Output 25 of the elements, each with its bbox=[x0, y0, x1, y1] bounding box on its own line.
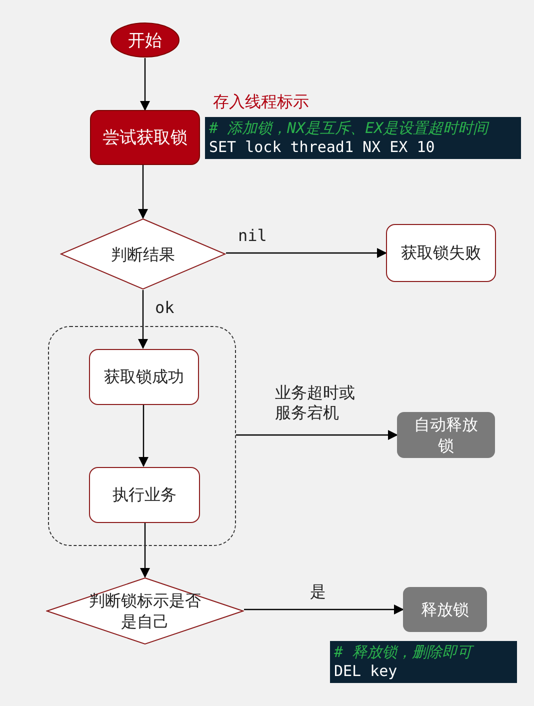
code-line: DEL key bbox=[334, 662, 398, 681]
code-line: SET lock thread1 NX EX 10 bbox=[209, 138, 436, 157]
arrow bbox=[138, 290, 148, 349]
arrow bbox=[138, 165, 148, 219]
code-comment: # 释放锁，删除即可 bbox=[334, 643, 476, 662]
process-box: 获取锁失败 bbox=[386, 224, 496, 282]
arrow bbox=[244, 604, 404, 614]
arrow bbox=[226, 248, 387, 258]
code-comment: # 添加锁，NX是互斥、EX是设置超时时间 bbox=[209, 119, 490, 138]
edge-label: 是 bbox=[308, 582, 328, 602]
process-box: 释放锁 bbox=[403, 587, 487, 632]
group-box bbox=[48, 326, 236, 546]
process-box: 尝试获取锁 bbox=[90, 110, 200, 165]
arrow bbox=[140, 58, 150, 111]
decision-diamond: 判断锁标示是否是自己 bbox=[46, 577, 244, 645]
process-box: 获取锁成功 bbox=[89, 349, 199, 405]
arrow bbox=[236, 430, 398, 440]
arrow bbox=[138, 404, 148, 467]
process-box: 执行业务 bbox=[89, 467, 200, 523]
process-box: 自动释放锁 bbox=[397, 412, 495, 458]
start-oval: 开始 bbox=[110, 22, 180, 58]
edge-label: 业务超时或服务宕机 bbox=[273, 383, 357, 423]
decision-diamond: 判断结果 bbox=[60, 218, 226, 290]
note-text: 存入线程标示 bbox=[212, 92, 310, 112]
arrow bbox=[140, 522, 150, 578]
